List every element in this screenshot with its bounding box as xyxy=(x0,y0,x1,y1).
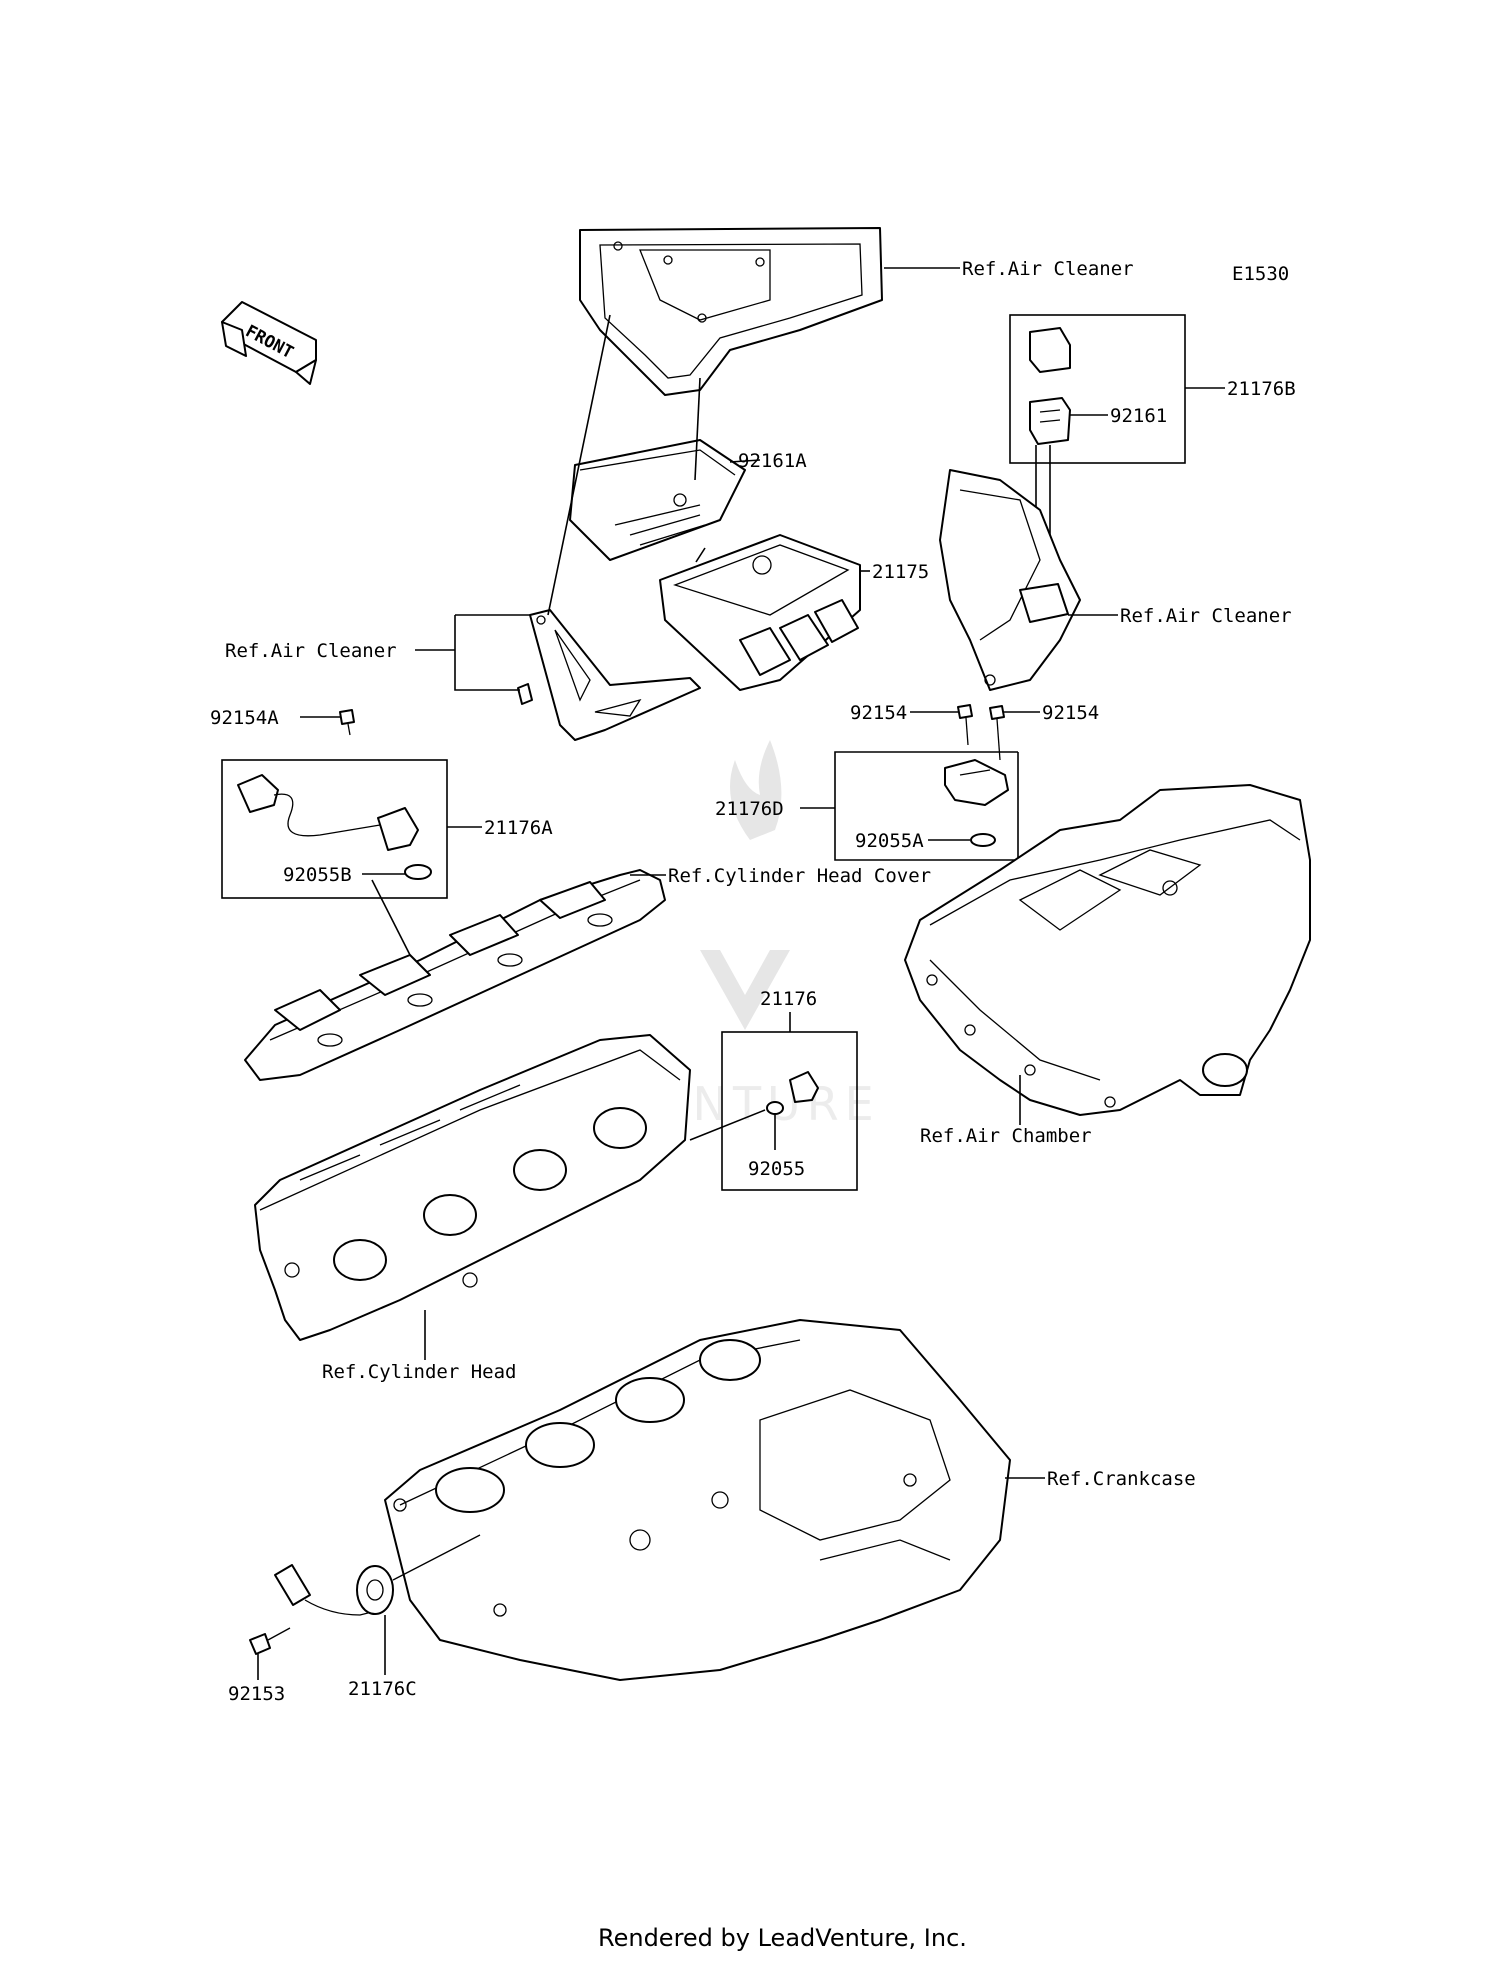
crankcase xyxy=(384,1319,1011,1681)
part-21176C-sensor xyxy=(274,1534,481,1616)
part-21175-ecu xyxy=(659,534,861,691)
part-92154A-bolt xyxy=(339,709,355,736)
air-cleaner-housing xyxy=(579,227,883,396)
part-92161-label: 92161 xyxy=(1110,405,1167,427)
part-21176C-label: 21176C xyxy=(348,1678,417,1700)
part-21176B-label: 21176B xyxy=(1227,378,1296,400)
ecu-bracket xyxy=(517,609,701,741)
part-21176A-box xyxy=(221,759,448,899)
ref-air-chamber-label: Ref.Air Chamber xyxy=(920,1125,1092,1147)
part-92154-bolt-right xyxy=(989,705,1005,761)
ref-air-cleaner-right-label: Ref.Air Cleaner xyxy=(1120,605,1292,627)
cylinder-head-cover xyxy=(244,869,666,1081)
part-92055A-label: 92055A xyxy=(855,830,924,852)
part-92055-label: 92055 xyxy=(748,1158,805,1180)
ref-crankcase-label: Ref.Crankcase xyxy=(1047,1468,1196,1490)
part-92161A-label: 92161A xyxy=(738,450,807,472)
part-21176A-label: 21176A xyxy=(484,817,553,839)
part-92055B-label: 92055B xyxy=(283,864,352,886)
part-21176D-sensor xyxy=(944,759,1009,847)
part-92153-bolt xyxy=(249,1627,291,1655)
ref-cylinder-head-cover-label: Ref.Cylinder Head Cover xyxy=(668,865,931,887)
air-cleaner-right-section xyxy=(939,469,1081,691)
part-21176B-box xyxy=(1009,314,1186,464)
part-21176A-sensor xyxy=(237,774,432,880)
footer-credit: Rendered by LeadVenture, Inc. xyxy=(598,1924,967,1952)
part-21176-label: 21176 xyxy=(760,988,817,1010)
ref-air-cleaner-left-label: Ref.Air Cleaner xyxy=(225,640,397,662)
part-92154-left-label: 92154 xyxy=(850,702,907,724)
part-92154-bolt-left xyxy=(957,704,973,746)
cylinder-head xyxy=(254,1034,691,1341)
part-92153-label: 92153 xyxy=(228,1683,285,1705)
ref-air-cleaner-top-label: Ref.Air Cleaner xyxy=(962,258,1134,280)
air-chamber xyxy=(904,784,1311,1116)
part-92154A-label: 92154A xyxy=(210,707,279,729)
part-21176D-label: 21176D xyxy=(715,798,784,820)
part-92154-right-label: 92154 xyxy=(1042,702,1099,724)
part-21176B-sensor xyxy=(1029,327,1071,445)
part-92161A-connector xyxy=(569,439,746,561)
front-arrow-icon: FRONT xyxy=(221,301,317,385)
ref-cylinder-head-label: Ref.Cylinder Head xyxy=(322,1361,516,1383)
part-21176D-box xyxy=(834,751,1018,861)
part-21175-label: 21175 xyxy=(872,561,929,583)
diagram-code: E1530 xyxy=(1232,263,1289,285)
